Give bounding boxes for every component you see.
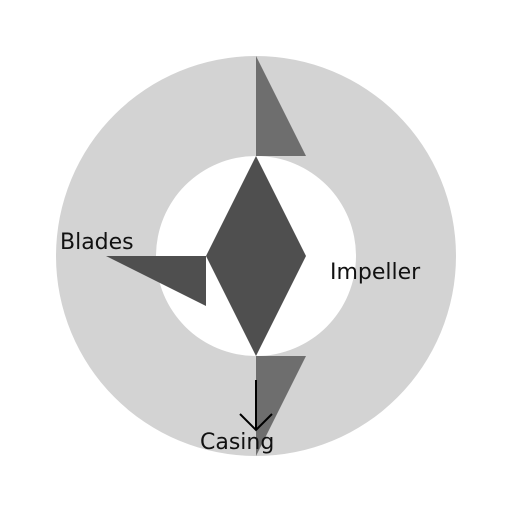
blades-label: Blades (60, 230, 134, 255)
arrow-head (239, 413, 273, 432)
blade-left (106, 256, 206, 306)
impeller-label: Impeller (330, 260, 421, 285)
casing-ring (56, 56, 456, 456)
blade-bottom (256, 356, 306, 456)
impeller-core (206, 156, 306, 356)
casing-label: Casing (200, 430, 274, 455)
down-arrow-icon (239, 380, 273, 432)
blade-top (256, 56, 306, 156)
